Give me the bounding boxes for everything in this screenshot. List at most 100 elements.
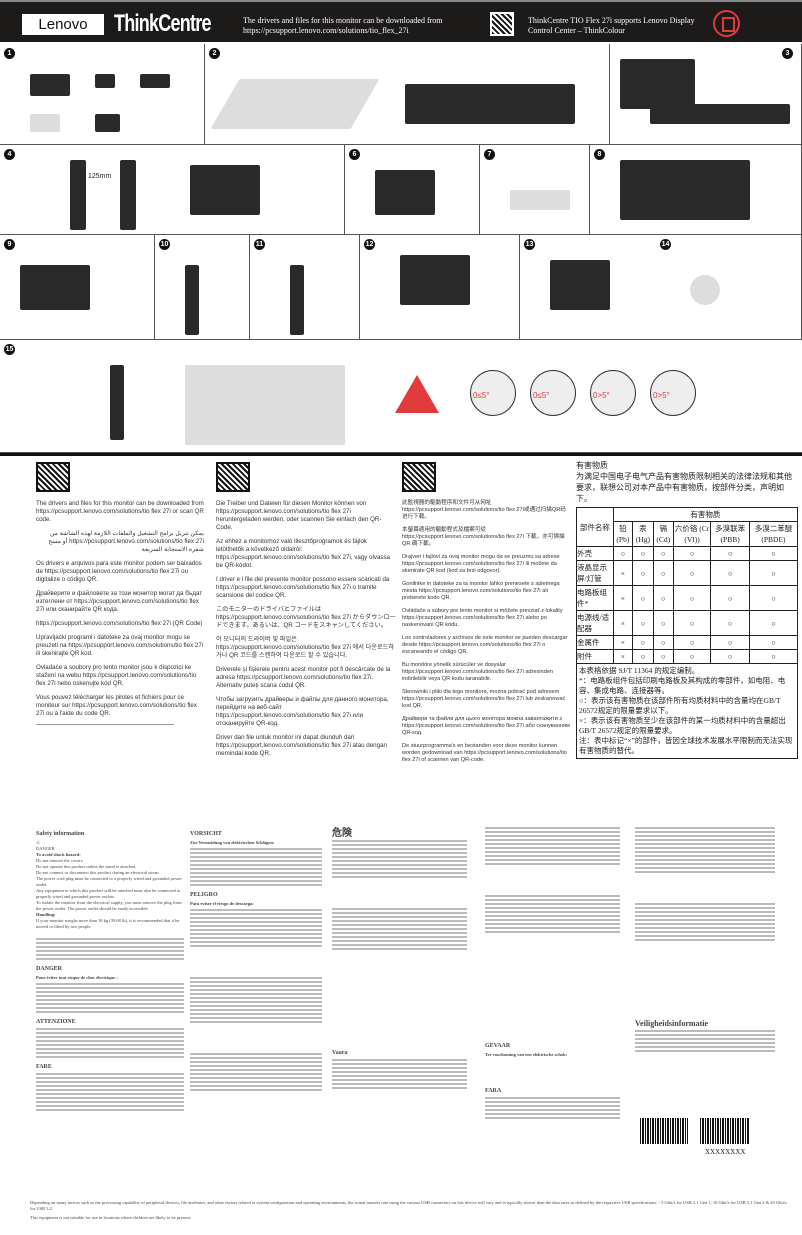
- warning-icon: ⚠: [36, 840, 41, 845]
- hazard-value: ×: [612, 585, 634, 611]
- qr-code: [402, 462, 436, 492]
- hazard-value: ○: [672, 635, 712, 650]
- hazard-value: ○: [672, 546, 712, 561]
- part-name: 金属件: [576, 635, 614, 650]
- hazard-value: ○: [748, 610, 799, 636]
- cable-connect-illustration: [20, 265, 90, 310]
- hazard-value: ○: [710, 635, 750, 650]
- qr-code: [36, 462, 70, 492]
- step-panel-11: 11: [250, 235, 360, 340]
- stand-illustration: [95, 74, 115, 88]
- hazard-value: ○: [672, 649, 712, 664]
- tilt-illustration: [120, 160, 136, 230]
- monitor-side-illustration: [110, 365, 124, 440]
- hazard-value: ×: [612, 649, 634, 664]
- download-note: The drivers and files for this monitor c…: [243, 16, 443, 35]
- barcode: [700, 1118, 750, 1144]
- hazard-value: ○: [632, 610, 654, 636]
- tilt-range-illustration: [185, 365, 345, 445]
- part-name: 附件: [576, 649, 614, 664]
- warning-triangle-icon: [395, 375, 439, 413]
- part-name: 电路板组件*: [576, 585, 614, 611]
- hazard-column-header: 汞 (Hg): [632, 521, 654, 547]
- part-name: 外壳: [576, 546, 614, 561]
- hazard-value: ○: [748, 635, 799, 650]
- monitor-port-illustration: [400, 255, 470, 305]
- barcode: [640, 1118, 688, 1144]
- hazard-value: ×: [612, 610, 634, 636]
- part-name: 电源线/适配器: [576, 610, 614, 636]
- hazard-column-header: 铅 (Pb): [612, 521, 634, 547]
- cable-illustration: [30, 114, 60, 132]
- hazard-value: ○: [652, 560, 674, 586]
- hazard-value: ○: [652, 585, 674, 611]
- safety-column-4: GEVAAR Ter voorkoming van een elektrisch…: [485, 825, 620, 1121]
- footnote-2: This equipment is not suitable for use i…: [30, 1215, 191, 1220]
- power-cable-illustration: [550, 260, 610, 310]
- hazard-value: ○: [672, 560, 712, 586]
- base-illustration: [140, 74, 170, 88]
- hazard-value: ○: [632, 585, 654, 611]
- footnotes: Depending on many factors such as the pr…: [30, 1200, 790, 1221]
- monitor-box-illustration: [30, 74, 70, 96]
- cloth-surface-illustration: [210, 79, 380, 129]
- hazard-value: ○: [748, 560, 799, 586]
- monitor-back-illustration: [620, 160, 750, 220]
- support-note: ThinkCentre TIO Flex 27i supports Lenovo…: [528, 16, 695, 35]
- hazard-value: ○: [612, 546, 634, 561]
- table-notes: 本表格依据 SJ/T 11364 的规定编制。 *：电路板组件包括印刷电路板及其…: [576, 664, 798, 759]
- divider: [36, 724, 174, 725]
- hazard-value: ×: [612, 560, 634, 586]
- base-attach-illustration: [650, 104, 790, 124]
- hazard-value: ○: [710, 585, 750, 611]
- hazardous-table: 部件名称有害物质 铅 (Pb)汞 (Hg)镉 (Cd)六价铬 (Cr (VI))…: [576, 507, 799, 664]
- hazard-value: ○: [748, 585, 799, 611]
- height-adjust-illustration: [70, 160, 86, 230]
- lenovo-logo: Lenovo: [22, 14, 104, 35]
- keyboard-illustration: [510, 190, 570, 210]
- hazardous-substances: 有害物质 为满足中国电子电气产品有害物质限制相关的法律法规和其他要求，联想公司对…: [576, 460, 799, 759]
- footnote-1: Depending on many factors such as the pr…: [30, 1200, 787, 1211]
- no-tilt-icon: 0≤5°: [530, 370, 576, 416]
- hazard-value: ○: [652, 649, 674, 664]
- stand-side-illustration: [185, 265, 199, 335]
- part-name: 液晶显示屏/灯管: [576, 560, 614, 586]
- height-callout: 125mm: [88, 173, 112, 180]
- hazard-column-header: 多溴联苯 (PBB): [710, 521, 750, 547]
- power-button-illustration: [690, 275, 720, 305]
- safety-column-5: Veiligheidsinformatie: [635, 825, 775, 1054]
- hazard-value: ○: [672, 585, 712, 611]
- step-panel-1: 1: [0, 44, 205, 145]
- monitor-icon: [713, 10, 740, 37]
- safety-column-2: VORSICHT Zur Vermeidung von elektrischen…: [190, 825, 322, 1093]
- step-panel-7: 7: [480, 145, 590, 235]
- hazard-value: ○: [632, 635, 654, 650]
- divider: [0, 453, 802, 456]
- monitor-illustration: [620, 59, 695, 109]
- hazard-value: ○: [710, 649, 750, 664]
- safety-column-1: Safety information ⚠ DANGER To avoid sho…: [36, 825, 184, 1113]
- step-panel-15: 15 0≤5° 0≤5° 0>5° 0>5°: [0, 340, 802, 453]
- hazard-value: ○: [632, 560, 654, 586]
- table-row: 液晶显示屏/灯管×○○○○○: [576, 560, 799, 586]
- no-tilt-icon: 0>5°: [650, 370, 696, 416]
- step-panel-13-14: 13 14: [520, 235, 802, 340]
- hazard-value: ○: [652, 635, 674, 650]
- step-panel-2: 2: [205, 44, 610, 145]
- download-column-3: 此監視器的驅動程序和文件可从网址 https://pcsupport.lenov…: [402, 462, 570, 770]
- thinkcentre-logo: ThinkCentre: [114, 10, 212, 37]
- hazard-value: ○: [632, 649, 654, 664]
- download-column-1: The drivers and files for this monitor c…: [36, 462, 204, 725]
- hazard-value: ○: [652, 546, 674, 561]
- swivel-illustration: [190, 165, 260, 215]
- hazard-column-header: 六价铬 (Cr (VI)): [672, 521, 712, 547]
- hazard-value: ○: [710, 610, 750, 636]
- barcode-label: XXXXXXXX: [705, 1148, 746, 1156]
- step-panel-10: 10: [155, 235, 250, 340]
- qr-code: [490, 12, 514, 36]
- hazard-column-header: 多溴二苯醚 (PBDE): [748, 521, 799, 547]
- step-panel-6: 6: [345, 145, 480, 235]
- table-row: 附件×○○○○○: [576, 649, 799, 664]
- hazard-value: ○: [710, 546, 750, 561]
- hazard-column-header: 镉 (Cd): [652, 521, 674, 547]
